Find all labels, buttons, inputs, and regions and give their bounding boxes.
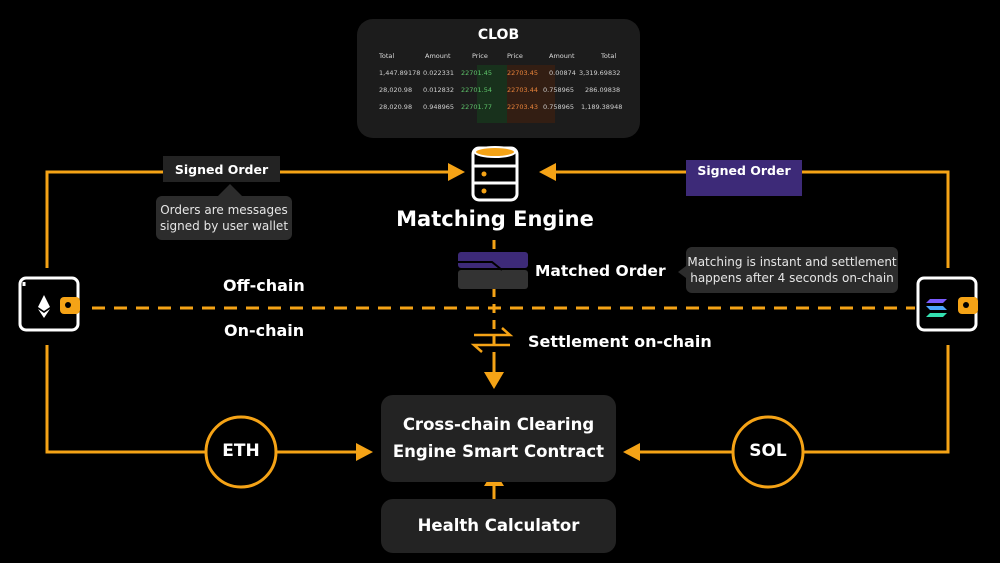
signed-order-tag-right: Signed Order [686, 160, 802, 196]
clob-cell: 22701.54 [461, 86, 493, 94]
settlement-arrowhead [484, 372, 504, 389]
right-offchain-arrowhead [539, 163, 556, 181]
clob-panel: CLOB Total Amount Price Price Amount Tot… [357, 19, 640, 138]
clob-cell: 28,020.98 [379, 103, 413, 111]
clob-cell: 22701.45 [461, 69, 493, 77]
database-icon [471, 146, 519, 202]
clob-bid-depth-bar [477, 65, 507, 123]
left-onchain-flow-line [45, 345, 360, 454]
clob-ask-depth-bar [507, 65, 555, 123]
right-onchain-arrowhead [623, 443, 640, 461]
clob-cell: 286.09838 [585, 86, 621, 94]
clob-header-amount-bid: Amount [425, 52, 451, 60]
clob-cell: 0.022331 [423, 69, 455, 77]
off-chain-label: Off-chain [223, 276, 305, 295]
signed-order-tag-left: Signed Order [163, 156, 280, 182]
eth-circle [204, 415, 278, 489]
swap-arrows-icon [470, 327, 514, 353]
clob-cell: 22703.43 [507, 103, 539, 111]
health-calculator-box: Health Calculator [381, 499, 616, 553]
sol-circle [731, 415, 805, 489]
clob-cell: 22701.77 [461, 103, 493, 111]
note-orders-signed-line1: Orders are messages [160, 203, 288, 217]
matched-order-icon [458, 252, 528, 289]
matching-engine-label: Matching Engine [396, 207, 594, 231]
clearing-engine-line2: Engine Smart Contract [392, 442, 605, 461]
note-right-pointer [678, 266, 686, 278]
clob-header-total-ask: Total [601, 52, 617, 60]
health-calculator-label: Health Calculator [417, 516, 580, 535]
clob-cell: 0.758965 [543, 86, 575, 94]
clob-cell: 0.948965 [423, 103, 455, 111]
clob-header-amount-ask: Amount [549, 52, 575, 60]
sol-wallet-icon [916, 276, 978, 332]
note-matching-instant-line1: Matching is instant and settlement [687, 255, 897, 269]
clob-cell: 0.00874 [549, 69, 576, 77]
eth-label: ETH [222, 441, 260, 461]
eth-wallet-icon [18, 276, 80, 332]
clob-cell: 22703.44 [507, 86, 539, 94]
note-matching-instant: Matching is instant and settlement happe… [686, 247, 898, 293]
clob-cell: 3,319.69832 [579, 69, 621, 77]
clob-cell: 0.012832 [423, 86, 455, 94]
clob-cell: 1,447.89178 [379, 69, 421, 77]
note-orders-signed-line2: signed by user wallet [159, 219, 289, 233]
clob-header-price-bid: Price [472, 52, 488, 60]
settlement-label: Settlement on-chain [528, 332, 712, 351]
note-left-pointer [218, 184, 242, 196]
left-onchain-arrowhead [356, 443, 373, 461]
clearing-engine-box: Cross-chain Clearing Engine Smart Contra… [381, 395, 616, 482]
left-offchain-arrowhead [448, 163, 465, 181]
clob-cell: 0.758965 [543, 103, 575, 111]
clob-cell: 1,189.38948 [581, 103, 623, 111]
on-chain-label: On-chain [224, 321, 305, 340]
matched-order-label: Matched Order [535, 262, 666, 280]
note-orders-signed: Orders are messages signed by user walle… [156, 196, 292, 240]
sol-label: SOL [749, 441, 787, 461]
clearing-engine-line1: Cross-chain Clearing [402, 415, 595, 434]
note-matching-instant-line2: happens after 4 seconds on-chain [690, 271, 894, 285]
clob-cell: 28,020.98 [379, 86, 413, 94]
left-offchain-flow-line [45, 170, 448, 268]
clob-header-total-bid: Total [379, 52, 395, 60]
clob-cell: 22703.45 [507, 69, 539, 77]
clob-title: CLOB [477, 27, 520, 43]
clob-header-price-ask: Price [507, 52, 523, 60]
